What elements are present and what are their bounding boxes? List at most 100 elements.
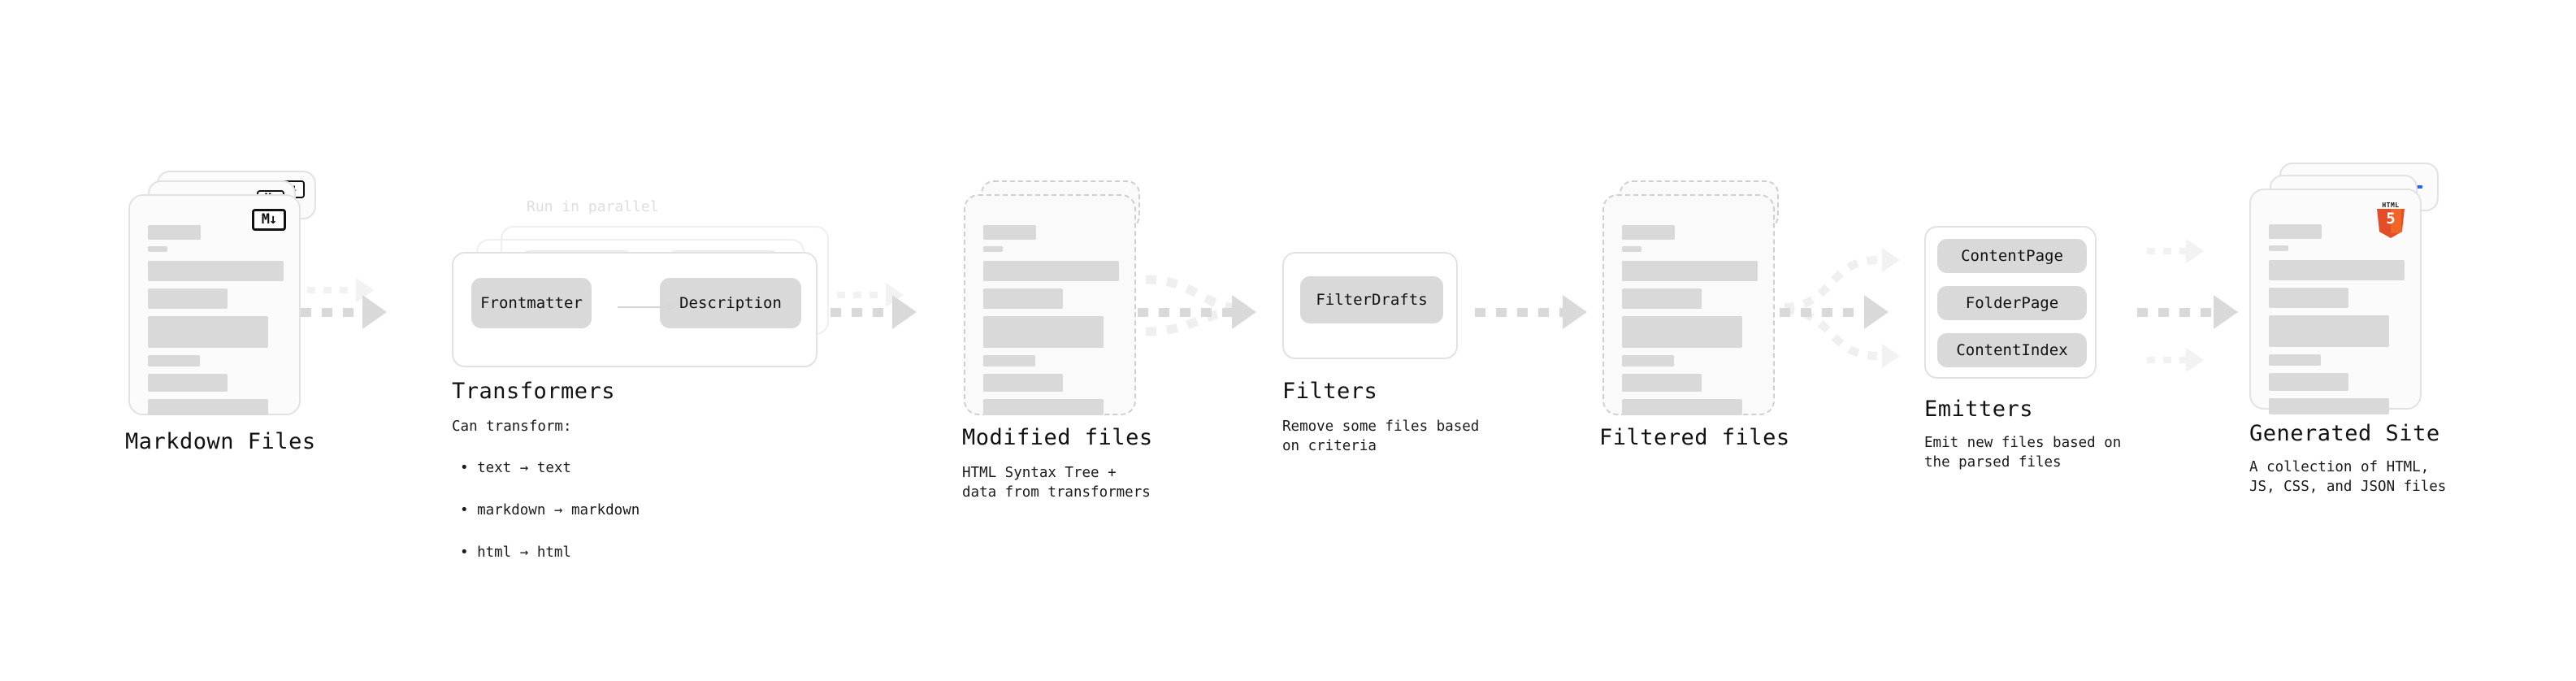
content-bar [2269, 224, 2322, 239]
content-bar [2269, 245, 2288, 251]
content-bar [148, 316, 268, 348]
arrow-head [892, 295, 917, 329]
flow-arrow-5 [1780, 295, 1889, 329]
content-bar [983, 288, 1063, 309]
doc-content [983, 225, 1119, 422]
bullet-label: text → text [477, 460, 571, 476]
content-bar [1622, 316, 1742, 348]
content-bar [148, 288, 228, 309]
content-bar [2269, 260, 2405, 280]
bullet-item: • markdown → markdown [460, 502, 640, 518]
arrow-head [362, 295, 387, 329]
content-bar [1622, 399, 1742, 415]
content-bar [983, 374, 1063, 392]
arrow-head [1882, 248, 1900, 272]
flow-arrow-emitter-top [1869, 248, 1900, 272]
emitters-box: ContentPage FolderPage ContentIndex [1924, 226, 2097, 379]
modified-card-front [964, 194, 1136, 415]
arrow-shaft [301, 307, 364, 317]
chip-link-arrow-main [618, 303, 675, 311]
markdown-card-front: M↓ [128, 194, 301, 415]
transformer-box-front: Frontmatter Description [452, 252, 817, 367]
content-bar [2269, 373, 2348, 391]
content-bar [983, 225, 1036, 240]
arrow-shaft [1869, 257, 1884, 263]
doc-content [148, 225, 284, 422]
bullet-item: • text → text [460, 460, 571, 476]
flow-arrow-6 [2137, 295, 2238, 329]
stage-title-modified-files: Modified files [962, 425, 1153, 450]
content-bar [1622, 374, 1702, 392]
content-bar [983, 246, 1003, 252]
content-bar [983, 355, 1035, 367]
chip-frontmatter[interactable]: Frontmatter [471, 278, 592, 328]
flow-arrow-3 [1138, 295, 1256, 329]
arrow-shaft [2147, 248, 2188, 254]
content-bar [2269, 315, 2389, 347]
chip-filterdrafts[interactable]: FilterDrafts [1300, 276, 1443, 323]
chip-folderpage[interactable]: FolderPage [1937, 286, 2087, 320]
content-bar [1622, 261, 1758, 281]
site-card-front: HTML 5 [2249, 189, 2422, 414]
content-bar [2269, 288, 2348, 308]
content-bar [2269, 354, 2321, 366]
arrow-head [2186, 239, 2204, 263]
stage-title-transformers: Transformers [452, 379, 616, 404]
flow-arrow-4 [1475, 295, 1587, 329]
arrow-head [1882, 344, 1900, 368]
flow-arrow-2 [830, 295, 917, 329]
content-bar [983, 399, 1104, 415]
chip-contentpage[interactable]: ContentPage [1937, 239, 2087, 273]
modified-files-subtitle: HTML Syntax Tree + data from transformer… [962, 465, 1151, 501]
filters-subtitle: Remove some files based on criteria [1282, 419, 1480, 454]
emitters-subtitle: Emit new files based on the parsed files [1924, 435, 2122, 471]
markdown-icon: M↓ [252, 209, 286, 231]
stage-title-emitters: Emitters [1924, 397, 2034, 422]
arrow-shaft [1780, 307, 1866, 317]
stage-title-filtered-files: Filtered files [1599, 425, 1790, 450]
stage-title-generated-site: Generated Site [2249, 421, 2440, 446]
content-bar [148, 355, 200, 367]
content-bar [148, 246, 167, 252]
bullet-label: markdown → markdown [477, 502, 640, 518]
content-bar [983, 316, 1104, 348]
doc-content [2269, 224, 2405, 421]
chip-description[interactable]: Description [660, 278, 801, 328]
flow-arrow-out-bottom [2147, 348, 2204, 372]
stage-title-filters: Filters [1282, 379, 1378, 404]
chip-contentindex[interactable]: ContentIndex [1937, 333, 2087, 367]
arrow-shaft [1869, 353, 1884, 359]
transformers-subtitle: Can transform: [452, 419, 572, 435]
parallel-note: Run in parallel [527, 198, 659, 215]
flow-arrow-emitter-bottom [1869, 344, 1900, 368]
arrow-shaft [307, 287, 358, 293]
content-bar [1622, 288, 1702, 309]
content-bar [1622, 246, 1641, 252]
arrow-shaft [2147, 357, 2188, 363]
arrow-shaft [830, 307, 894, 317]
content-bar [148, 399, 268, 415]
html5-label: HTML [2382, 202, 2400, 209]
arrow-shaft [1475, 307, 1564, 317]
transformers-bullets: • text → text • markdown → markdown • ht… [460, 436, 640, 584]
arrow-head [2186, 348, 2204, 372]
arrow-head [1232, 295, 1256, 329]
filters-box: FilterDrafts [1282, 252, 1458, 359]
html5-number: 5 [2386, 210, 2396, 228]
arrow-head [2214, 295, 2238, 329]
content-bar [148, 374, 228, 392]
flow-arrow-1 [301, 295, 387, 329]
content-bar [148, 261, 284, 281]
generated-site-subtitle: A collection of HTML, JS, CSS, and JSON … [2249, 459, 2447, 495]
arrow-head [1563, 295, 1587, 329]
arrow-shaft [2137, 307, 2215, 317]
bullet-item: • html → html [460, 544, 571, 561]
arrow-shaft [1138, 307, 1234, 317]
content-bar [983, 261, 1119, 281]
content-bar [1622, 355, 1674, 367]
doc-content [1622, 225, 1758, 422]
content-bar [148, 225, 201, 240]
arrow-head [1864, 295, 1889, 329]
html5-icon: HTML 5 [2374, 202, 2407, 239]
